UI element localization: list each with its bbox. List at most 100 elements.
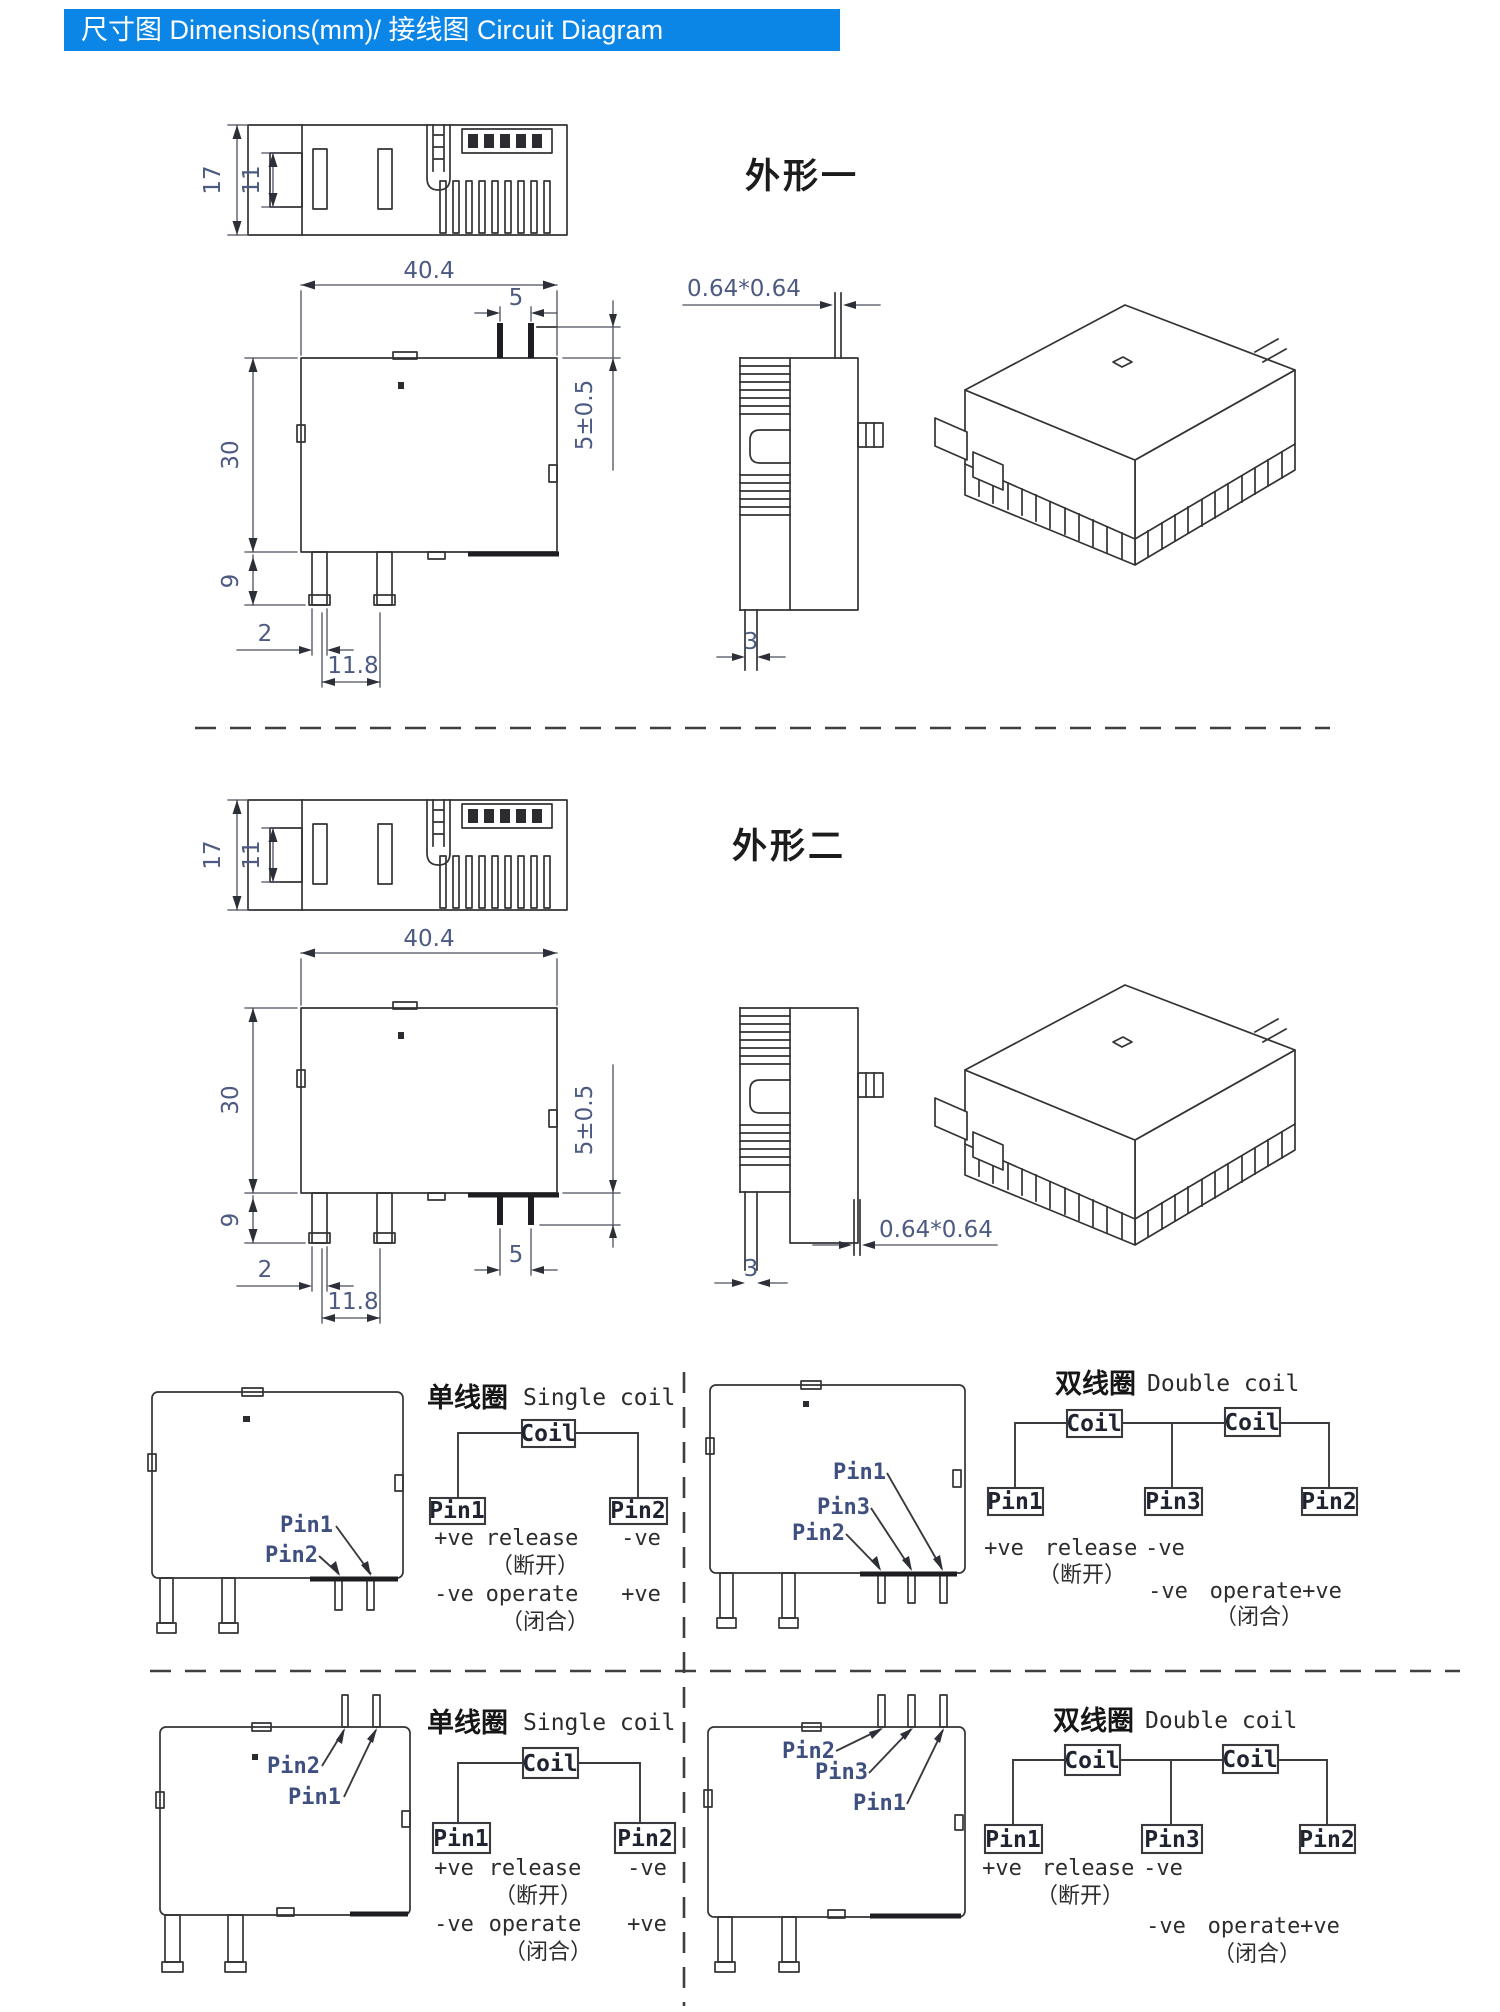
double-coil-title-en: Double coil: [1147, 1371, 1299, 1397]
double-coil-title-zh: 双线圈: [1055, 1369, 1136, 1400]
dim-body-width: 40.4: [403, 258, 454, 284]
top-view-outline: [247, 799, 568, 911]
dim-pin-length: 9: [218, 574, 244, 589]
dim-17: 17: [200, 124, 249, 236]
dim-0-64: 0.64*0.64: [682, 276, 881, 309]
relay-body: [147, 1387, 404, 1634]
side-view-outline: [739, 1007, 884, 1271]
front-view-outline: [296, 323, 559, 606]
coil1-box-label: Coil: [1066, 1411, 1121, 1437]
release-label-zh: （断开）: [1038, 1563, 1126, 1588]
pin1-release-polarity: +ve: [434, 1526, 474, 1551]
pin2-operate-polarity: +ve: [627, 1912, 667, 1937]
pin3-release-polarity: -ve: [1145, 1536, 1185, 1561]
front-view-outline: [296, 1001, 559, 1244]
dim-5-tol: 5±0.5: [539, 1064, 621, 1248]
coil2-box-label: Coil: [1224, 1410, 1279, 1436]
iso-outline: [934, 984, 1297, 1246]
shape2-side-view: 0.64*0.64 3: [714, 1007, 998, 1287]
pin-callouts: Pin1 Pin3 Pin2: [792, 1460, 943, 1571]
pin-callouts: Pin2 Pin3 Pin1: [782, 1728, 944, 1816]
double-coil-diagram-2: 双线圈 Double coil Coil Coil Pin1 Pin3 Pin2…: [982, 1706, 1357, 1967]
shape1-side-view: 0.64*0.64 3: [682, 276, 884, 671]
double-coil-diagram-1: 双线圈 Double coil Coil Coil Pin1 Pin3 Pin2…: [984, 1369, 1359, 1630]
dim-pin-width: 2: [258, 1257, 273, 1283]
pin1-callout: Pin1: [280, 1513, 333, 1538]
dim-0-64: 0.64*0.64: [812, 1217, 998, 1249]
pin1-box-label: Pin1: [433, 1826, 488, 1852]
pin2-operate-polarity: +ve: [621, 1582, 661, 1607]
relay-outline-q2: Pin1 Pin3 Pin2: [705, 1380, 966, 1629]
dim-9: 9: [218, 554, 306, 606]
shape2-label: 外形二: [732, 827, 847, 867]
pin2-callout: Pin2: [267, 1754, 320, 1779]
single-coil-title-en: Single coil: [523, 1710, 675, 1736]
dim-side-pin-width: 3: [744, 1256, 759, 1282]
pin2-callout: Pin2: [792, 1521, 845, 1546]
pin2-release-polarity: -ve: [627, 1856, 667, 1881]
single-coil-diagram-2: 单线圈 Single coil Coil Pin1 Pin2 +ve relea…: [427, 1708, 677, 1965]
shape1-iso-view: [934, 304, 1297, 566]
dim-11-8: 11.8: [321, 1248, 381, 1324]
coil-box-label: Coil: [522, 1751, 577, 1777]
single-coil-diagram-1: 单线圈 Single coil Coil Pin1 Pin2 +ve relea…: [427, 1383, 675, 1635]
dim-pin-cross-section: 0.64*0.64: [687, 276, 801, 302]
pin2-release-polarity: -ve: [621, 1526, 661, 1551]
pin2-callout: Pin2: [265, 1543, 318, 1568]
relay-body: [703, 1694, 966, 1973]
dim-inner-height: 11: [239, 840, 265, 869]
dim-17: 17: [200, 799, 249, 911]
dim-40-4: 40.4: [300, 926, 558, 1006]
dim-total-height: 17: [200, 165, 226, 194]
side-view-outline: [739, 292, 884, 671]
dim-step-height: 5±0.5: [572, 1085, 598, 1155]
pin3-operate-polarity: -ve: [1146, 1914, 1186, 1939]
dim-inner-height: 11: [239, 165, 265, 194]
dim-pin-length: 9: [218, 1213, 244, 1228]
dim-body-width: 40.4: [403, 926, 454, 952]
dim-5: 5: [474, 285, 558, 322]
single-coil-title-zh: 单线圈: [427, 1383, 508, 1414]
pin3-callout: Pin3: [815, 1760, 868, 1785]
dim-30: 30: [218, 1007, 298, 1194]
dim-2: 2: [236, 1246, 354, 1292]
pin2-callout: Pin2: [782, 1739, 835, 1764]
pin3-box-label: Pin3: [1144, 1827, 1199, 1853]
dim-pin-width: 2: [258, 621, 273, 647]
operate-label: operate: [1208, 1914, 1301, 1939]
pin1-release-polarity: +ve: [984, 1536, 1024, 1561]
operate-label-zh: （闭合）: [1213, 1942, 1301, 1967]
pin2-operate-polarity: +ve: [1300, 1914, 1340, 1939]
pin-callouts: Pin1 Pin2: [265, 1513, 372, 1576]
double-coil-title-zh: 双线圈: [1053, 1706, 1134, 1737]
dim-3: 3: [716, 629, 786, 661]
operate-label: operate: [486, 1582, 579, 1607]
shape1-label: 外形一: [745, 157, 860, 197]
dim-step-height: 5±0.5: [572, 380, 598, 450]
shape2-iso-view: [934, 984, 1297, 1246]
dim-pin-span: 11.8: [327, 1289, 378, 1315]
operate-label: operate: [1210, 1579, 1303, 1604]
release-label-zh: （断开）: [494, 1884, 582, 1909]
pin2-operate-polarity: +ve: [1302, 1579, 1342, 1604]
pin1-callout: Pin1: [833, 1460, 886, 1485]
shape2-front-view: 40.4 30 9 5 5±0.5: [218, 926, 621, 1324]
pin1-operate-polarity: -ve: [434, 1582, 474, 1607]
pin1-release-polarity: +ve: [982, 1856, 1022, 1881]
dim-11: 11: [239, 827, 281, 883]
relay-outline-q1: Pin1 Pin2: [147, 1387, 404, 1634]
shape1-front-view: 40.4 5 5±0.5 30 9: [218, 258, 621, 688]
pin1-callout: Pin1: [853, 1791, 906, 1816]
dim-pin-pitch: 5: [509, 1242, 524, 1268]
single-coil-title-en: Single coil: [523, 1385, 675, 1411]
pin-callouts: Pin2 Pin1: [267, 1728, 377, 1810]
pin1-callout: Pin1: [288, 1785, 341, 1810]
release-label-zh: （断开）: [491, 1554, 579, 1579]
pin3-box-label: Pin3: [1145, 1489, 1200, 1515]
pin2-box-label: Pin2: [1299, 1827, 1354, 1853]
pin1-box-label: Pin1: [987, 1489, 1042, 1515]
dim-9: 9: [218, 1195, 306, 1244]
dim-11: 11: [239, 152, 281, 208]
